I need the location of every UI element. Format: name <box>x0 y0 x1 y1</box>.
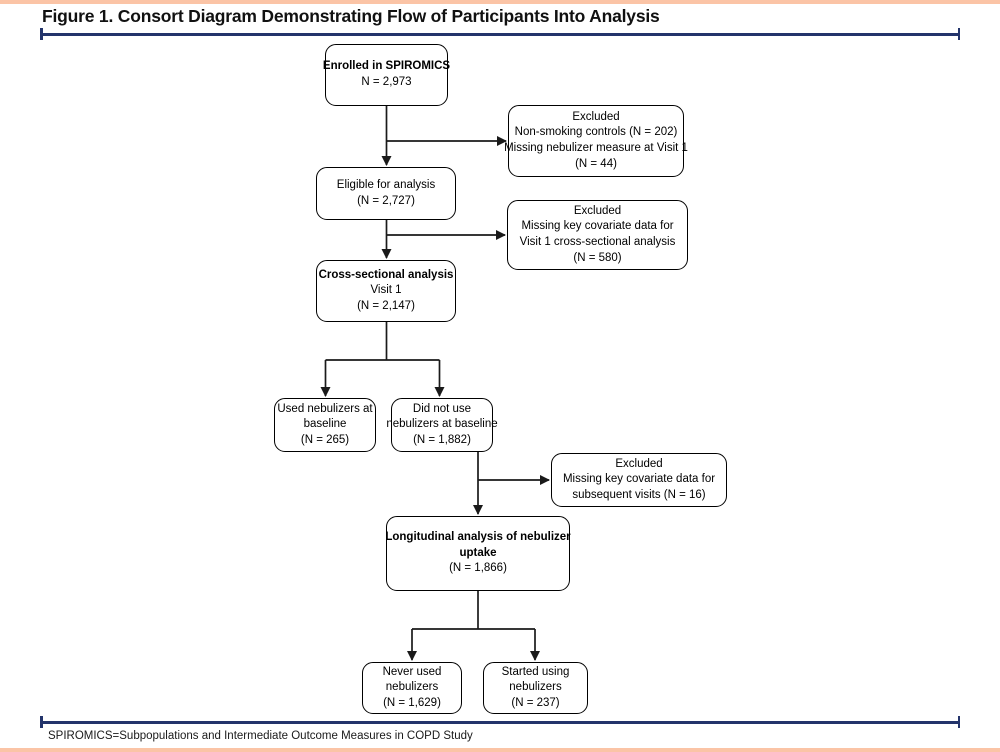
node-used-nebulizers-line-2: (N = 265) <box>300 433 350 446</box>
node-excluded-2[interactable]: Excluded Missing key covariate data for … <box>507 200 688 270</box>
node-excluded-1[interactable]: Excluded Non-smoking controls (N = 202) … <box>504 105 688 177</box>
node-cross-sectional-line-0: Cross-sectional analysis <box>318 268 454 281</box>
node-never-used-line-2: (N = 1,629) <box>383 696 441 709</box>
header-rule <box>40 28 960 40</box>
figure-title: Figure 1. Consort Diagram Demonstrating … <box>42 6 660 26</box>
node-excluded-2-line-0: Excluded <box>573 204 622 217</box>
page-top-accent-border <box>0 0 1000 4</box>
node-started-using-line-2: (N = 237) <box>511 696 560 709</box>
node-never-used-line-0: Never used <box>382 665 442 678</box>
node-cross-sectional-line-2: (N = 2,147) <box>357 299 415 312</box>
node-longitudinal-line-2: (N = 1,866) <box>449 562 507 575</box>
node-started-using[interactable]: Started using nebulizers (N = 237) <box>483 662 588 714</box>
node-longitudinal[interactable]: Longitudinal analysis of nebulizer uptak… <box>385 516 571 591</box>
node-enrolled-line-1: N = 2,973 <box>361 76 412 88</box>
node-eligible[interactable]: Eligible for analysis (N = 2,727) <box>316 167 456 220</box>
node-excluded-3-line-0: Excluded <box>615 457 663 470</box>
node-eligible-line-0: Eligible for analysis <box>336 178 436 191</box>
footer-rule-bar <box>40 721 960 724</box>
node-excluded-2-line-3: (N = 580) <box>573 251 622 264</box>
node-excluded-1-line-2: Missing nebulizer measure at Visit 1 <box>504 142 688 154</box>
node-longitudinal-line-0: Longitudinal analysis of nebulizer <box>385 531 571 544</box>
node-cross-sectional[interactable]: Cross-sectional analysis Visit 1 (N = 2,… <box>316 260 456 322</box>
node-used-nebulizers-line-1: baseline <box>303 418 347 431</box>
node-started-using-line-0: Started using <box>501 665 570 678</box>
figure-footnote: SPIROMICS=Subpopulations and Intermediat… <box>48 730 473 742</box>
node-did-not-use-nebulizers[interactable]: Did not use nebulizers at baseline (N = … <box>386 398 498 452</box>
node-enrolled[interactable]: Enrolled in SPIROMICS N = 2,973 <box>322 44 451 106</box>
node-started-using-line-1: nebulizers <box>509 681 562 694</box>
node-excluded-3-line-1: Missing key covariate data for <box>562 473 716 486</box>
node-excluded-1-line-3: (N = 44) <box>575 157 617 170</box>
footer-rule <box>40 716 960 728</box>
node-eligible-line-1: (N = 2,727) <box>357 194 415 207</box>
node-excluded-3-line-2: subsequent visits (N = 16) <box>572 488 706 501</box>
node-excluded-2-line-2: Visit 1 cross-sectional analysis <box>519 236 676 248</box>
header-rule-bar <box>40 33 960 36</box>
node-used-nebulizers[interactable]: Used nebulizers at baseline (N = 265) <box>274 398 376 452</box>
page-bottom-accent-border <box>0 748 1000 752</box>
node-excluded-1-line-0: Excluded <box>572 110 620 123</box>
node-did-not-use-nebulizers-line-0: Did not use <box>412 402 472 415</box>
header-rule-right-cap <box>957 28 960 40</box>
node-longitudinal-line-1: uptake <box>459 546 497 559</box>
node-excluded-2-line-1: Missing key covariate data for <box>521 220 674 233</box>
node-used-nebulizers-line-0: Used nebulizers at <box>277 402 373 415</box>
node-excluded-1-line-1: Non-smoking controls (N = 202) <box>514 126 678 139</box>
node-excluded-3[interactable]: Excluded Missing key covariate data for … <box>551 453 727 507</box>
node-did-not-use-nebulizers-line-2: (N = 1,882) <box>413 433 471 446</box>
node-enrolled-line-0: Enrolled in SPIROMICS <box>322 60 451 73</box>
node-cross-sectional-line-1: Visit 1 <box>370 284 402 297</box>
node-did-not-use-nebulizers-line-1: nebulizers at baseline <box>386 418 498 431</box>
footer-rule-right-cap <box>957 716 960 728</box>
node-never-used[interactable]: Never used nebulizers (N = 1,629) <box>362 662 462 714</box>
node-never-used-line-1: nebulizers <box>385 681 439 694</box>
